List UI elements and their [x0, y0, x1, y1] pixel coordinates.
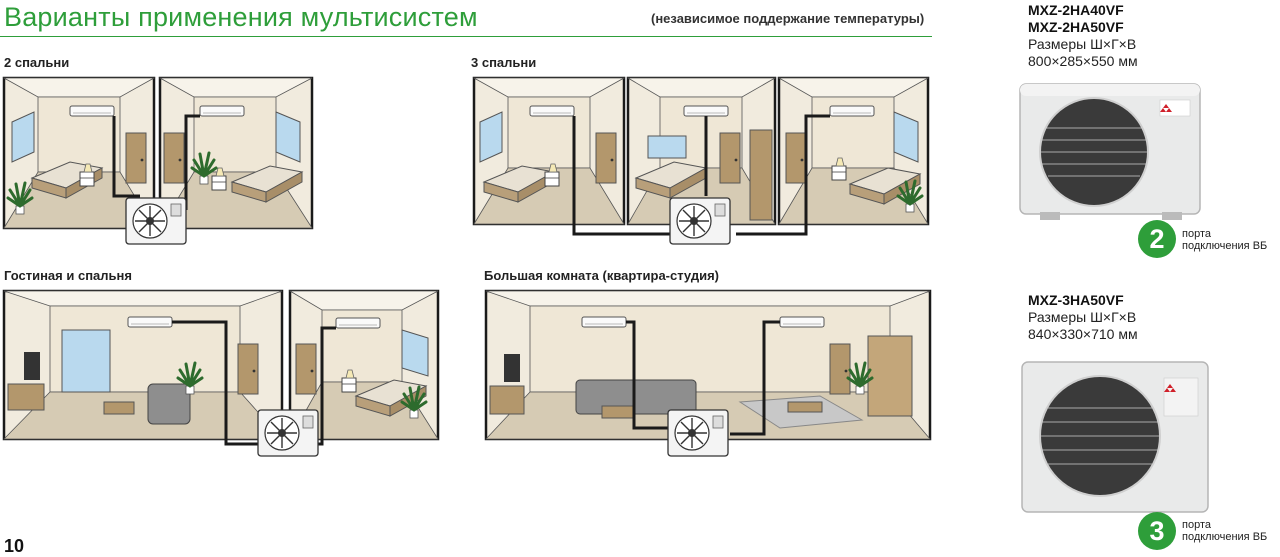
product-2-model-1: MXZ-3HA50VF: [1028, 292, 1124, 308]
scene-living-and-bedroom: [2, 289, 440, 457]
scene-three-bedrooms: [472, 76, 930, 245]
scene-studio: [484, 289, 932, 457]
product-2-dims-value: 840×330×710 мм: [1028, 326, 1138, 342]
outdoor-unit-3port-image: [1021, 361, 1209, 513]
section-label-studio: Большая комната (квартира-студия): [484, 268, 719, 283]
page-title: Варианты применения мультисистем: [4, 2, 478, 32]
ports-badge-3: 3: [1138, 512, 1176, 550]
product-1-model-2: MXZ-2HA50VF: [1028, 19, 1124, 35]
ports-badge-2: 2: [1138, 220, 1176, 258]
product-1-dims-value: 800×285×550 мм: [1028, 53, 1138, 69]
ports-label-3-line2: подключения ВБ: [1182, 531, 1268, 543]
product-2-dims-label: Размеры Ш×Г×В: [1028, 309, 1137, 325]
section-label-two-bedrooms: 2 спальни: [4, 55, 70, 70]
header-divider: [0, 36, 932, 37]
ports-label-2-line1: порта: [1182, 228, 1211, 240]
product-1-model-1: MXZ-2HA40VF: [1028, 2, 1124, 18]
section-label-three-bedrooms: 3 спальни: [471, 55, 537, 70]
outdoor-unit-2port-image: [1019, 83, 1201, 220]
page-subtitle: (независимое поддержание температуры): [651, 11, 925, 26]
room-illustrations: [2, 76, 932, 457]
scene-two-bedrooms: [2, 76, 314, 245]
section-label-living-and-bedroom: Гостиная и спальня: [4, 268, 132, 283]
ports-label-3-line1: порта: [1182, 519, 1211, 531]
ports-label-2-line2: подключения ВБ: [1182, 240, 1268, 252]
product-1-dims-label: Размеры Ш×Г×В: [1028, 36, 1137, 52]
